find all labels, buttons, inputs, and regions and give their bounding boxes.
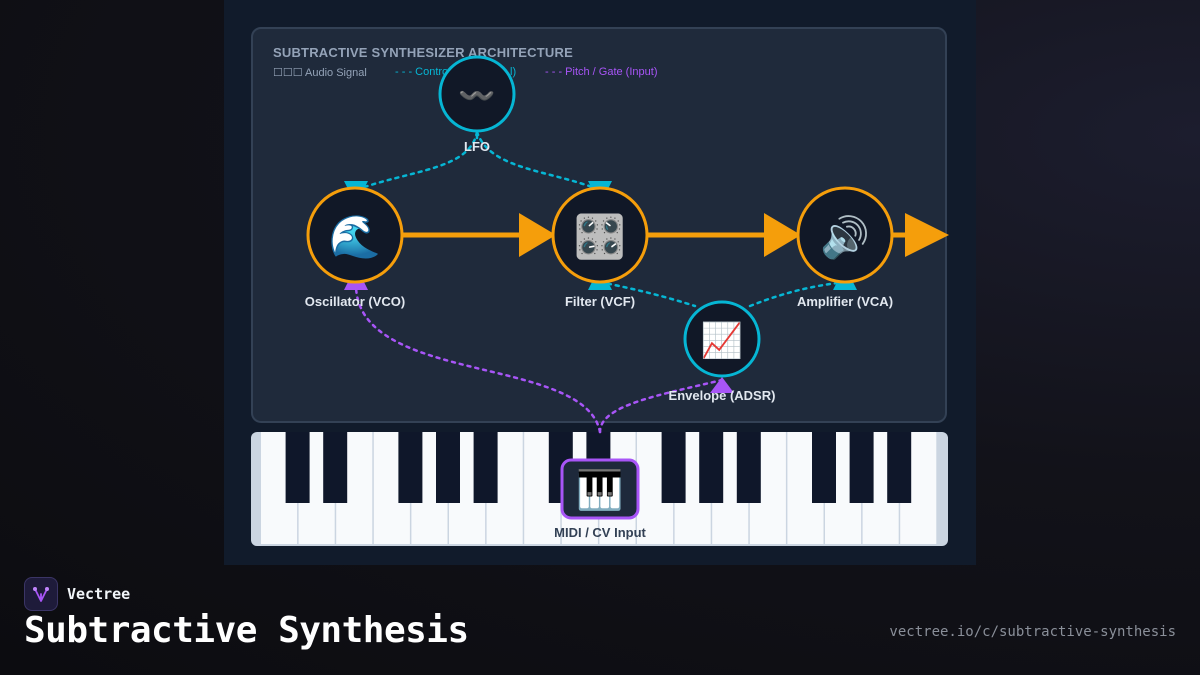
vco-label: Oscillator (VCO) bbox=[305, 294, 405, 309]
vca-circle bbox=[796, 186, 894, 284]
diagram-title: SUBTRACTIVE SYNTHESIZER ARCHITECTURE bbox=[273, 45, 573, 60]
vcf-label: Filter (VCF) bbox=[565, 294, 635, 309]
adsr-gate-port bbox=[710, 377, 734, 393]
audio-path bbox=[403, 213, 949, 257]
black-key[interactable] bbox=[887, 432, 912, 503]
vco-to-vcf-arrowhead bbox=[519, 213, 556, 257]
black-key[interactable] bbox=[285, 432, 310, 503]
black-key[interactable] bbox=[473, 432, 498, 503]
midi-to-adsr-wire bbox=[598, 378, 724, 434]
brand-name: Vectree bbox=[67, 585, 131, 603]
vca-node[interactable]: 🔊 Amplifier (VCA) bbox=[796, 186, 894, 309]
midi-to-vco-wire bbox=[354, 285, 602, 434]
pitch-gate-connections bbox=[354, 285, 724, 434]
vco-node[interactable]: 🌊 Oscillator (VCO) bbox=[305, 186, 405, 309]
tree-logo-icon bbox=[33, 587, 49, 602]
vca-envelope-port bbox=[833, 282, 857, 290]
vcf-envelope-port bbox=[588, 282, 612, 290]
lfo-label: LFO bbox=[464, 139, 490, 154]
midi-node[interactable]: 🎹 MIDI / CV Input bbox=[554, 458, 647, 540]
vca-label: Amplifier (VCA) bbox=[797, 294, 893, 309]
black-key[interactable] bbox=[323, 432, 348, 503]
adsr-to-vcf-wire bbox=[598, 280, 697, 308]
adsr-label: Envelope (ADSR) bbox=[669, 388, 776, 403]
vco-circle bbox=[306, 186, 404, 284]
lfo-node[interactable]: 〰️ LFO bbox=[438, 55, 516, 154]
black-key[interactable] bbox=[398, 432, 423, 503]
vcf-to-vca-arrowhead bbox=[764, 213, 801, 257]
legend-control-tail: l) bbox=[510, 66, 517, 78]
midi-label: MIDI / CV Input bbox=[554, 525, 646, 540]
black-key[interactable] bbox=[736, 432, 761, 503]
page-title: Subtractive Synthesis bbox=[24, 610, 469, 651]
legend-control: - - - Contro bbox=[395, 66, 449, 78]
vectree-logo bbox=[24, 577, 58, 611]
lfo-circle bbox=[438, 55, 516, 133]
water-wave-icon: 🌊 bbox=[329, 212, 381, 261]
adsr-circle bbox=[683, 300, 761, 378]
page-url: vectree.io/c/subtractive-synthesis bbox=[889, 624, 1176, 640]
adsr-node[interactable]: 📈 Envelope (ADSR) bbox=[669, 300, 776, 403]
control-knobs-icon: 🎛️ bbox=[574, 212, 626, 261]
lfo-to-vco-wire bbox=[354, 130, 479, 192]
legend-audio: ☐☐☐ Audio Signal bbox=[273, 67, 367, 79]
black-key[interactable] bbox=[699, 432, 724, 503]
wavy-dash-icon: 〰️ bbox=[458, 79, 495, 114]
black-key[interactable] bbox=[849, 432, 874, 503]
black-key[interactable] bbox=[436, 432, 460, 503]
vca-output-arrowhead bbox=[905, 213, 949, 257]
brand: Vectree bbox=[24, 577, 130, 611]
legend-pitch: - - - Pitch / Gate (Input) bbox=[545, 66, 658, 78]
midi-box bbox=[560, 458, 640, 520]
chart-increasing-icon: 📈 bbox=[701, 321, 743, 361]
black-key[interactable] bbox=[661, 432, 686, 503]
vco-pitch-port bbox=[344, 282, 368, 290]
vcf-circle bbox=[551, 186, 649, 284]
lfo-to-vcf-wire bbox=[475, 130, 602, 192]
speaker-icon: 🔊 bbox=[820, 213, 870, 261]
black-key[interactable] bbox=[812, 432, 836, 503]
piano-keys-icon: 🎹 bbox=[576, 468, 623, 512]
vcf-node[interactable]: 🎛️ Filter (VCF) bbox=[551, 186, 649, 309]
